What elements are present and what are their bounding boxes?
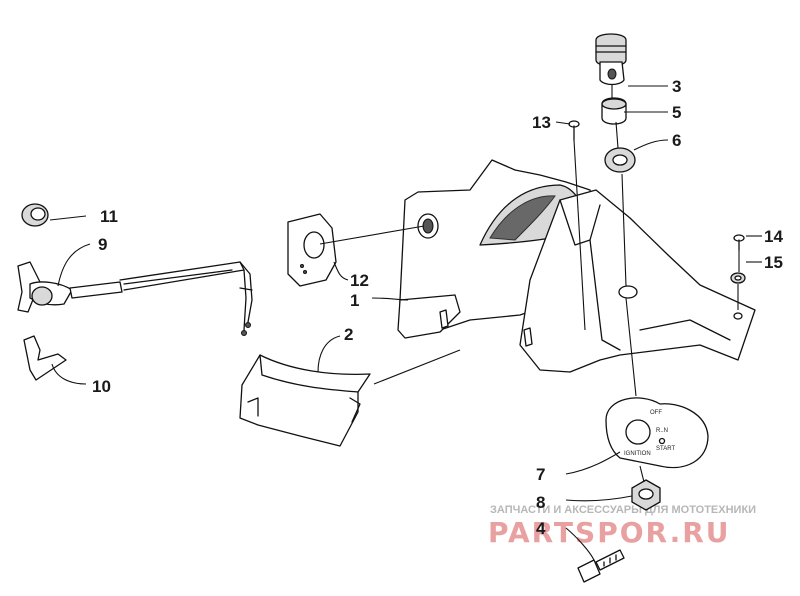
callout-labels: 1 2 3 4 5 6 7 8 9 10 11 12 13 14 15 [92,77,783,538]
bushing [601,97,627,125]
callout-1: 1 [350,291,359,310]
watermark: ЗАПЧАСТИ И АКСЕССУАРЫ ДЛЯ МОТОТЕХНИКИ PA… [488,504,756,549]
callout-11: 11 [100,207,118,226]
callout-14: 14 [764,227,783,246]
callout-2: 2 [344,325,353,344]
lever [23,335,67,381]
callout-6: 6 [672,131,681,150]
lock-washer [604,147,636,173]
callout-10: 10 [92,377,111,396]
choke-cable [17,261,253,336]
dial-start-label: START [656,446,675,452]
watermark-tagline: ЗАПЧАСТИ И АКСЕССУАРЫ ДЛЯ МОТОТЕХНИКИ [490,504,756,516]
callout-9: 9 [98,235,107,254]
dial-ignition-label: IGNITION [624,451,651,457]
ignition-nut [631,479,661,511]
callout-5: 5 [672,103,681,122]
callout-3: 3 [672,77,681,96]
callout-15: 15 [764,253,783,272]
screw-14 [733,234,745,251]
callout-7: 7 [536,465,545,484]
leader-lines [49,84,762,561]
dial-off-label: OFF [650,410,662,416]
dial-run-label: R..N [656,428,668,434]
callout-8: 8 [536,493,545,512]
washer-15 [730,272,746,284]
switch-knob [595,33,627,86]
watermark-brand: PARTSPOR.RU [488,516,731,549]
ignition-key [577,549,625,583]
console-housing [397,149,756,373]
callout-12: 12 [350,271,369,290]
gasket-plate [287,213,337,287]
bezel-nut [21,203,49,227]
ignition-decal: OFF R..N START IGNITION [605,397,709,469]
lower-cover [239,354,371,447]
screw-13 [568,120,580,141]
callout-13: 13 [532,113,551,132]
callout-4: 4 [536,519,546,538]
